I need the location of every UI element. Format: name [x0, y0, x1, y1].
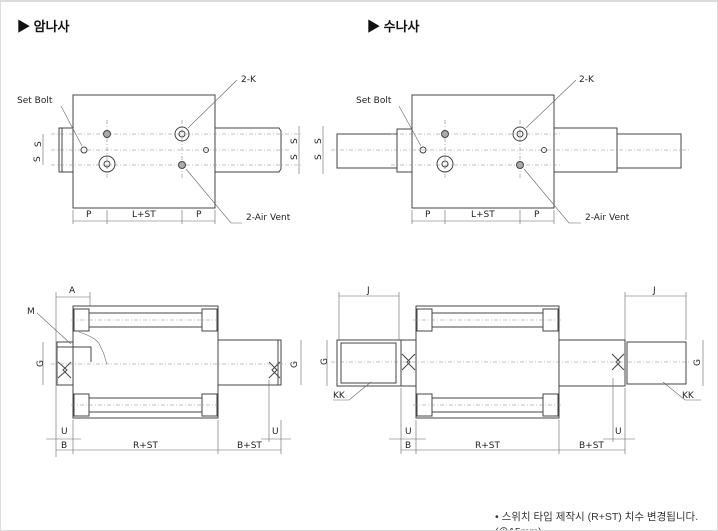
- g-label: G: [320, 358, 330, 365]
- two-k-label: 2-K: [579, 75, 595, 85]
- b-st-label: B+ST: [579, 441, 604, 451]
- s-label: S: [290, 138, 300, 144]
- heading-male-thread: ▶ 수나사: [367, 19, 420, 34]
- set-bolt-label: Set Bolt: [17, 96, 53, 106]
- m-label: M: [27, 307, 35, 317]
- u-label: U: [272, 427, 279, 437]
- s-label: S: [314, 138, 324, 144]
- a-label: A: [69, 286, 76, 296]
- s-label: S: [314, 154, 324, 160]
- u-label: U: [405, 427, 412, 437]
- kk-label: KK: [333, 391, 346, 401]
- u-label: U: [61, 427, 68, 437]
- air-vent-label: 2-Air Vent: [585, 213, 630, 223]
- air-vent-label: 2-Air Vent: [246, 213, 291, 223]
- u-label: U: [615, 427, 622, 437]
- r-st-label: R+ST: [475, 441, 501, 451]
- kk-label: KK: [682, 391, 695, 401]
- switch-type-note: • 스위치 타입 제작시 (R+ST) 치수 변경됩니다. (⊕15mm): [495, 511, 699, 530]
- p-label: P: [425, 210, 431, 220]
- heading-female-thread: ▶ 암나사: [17, 19, 70, 34]
- j-label: J: [652, 286, 656, 296]
- male-top-view: Set Bolt 2-K 2-Air Vent P L+ST P S S: [314, 75, 691, 224]
- set-bolt-label: Set Bolt: [356, 96, 392, 106]
- l-st-label: L+ST: [132, 210, 156, 220]
- b-st-label: B+ST: [237, 441, 262, 451]
- male-side-view: J J KK KK G G U U B R+ST B+ST: [320, 286, 704, 454]
- female-side-view: A M G G U U B R+ST B+ST: [27, 286, 302, 457]
- b-label: B: [61, 441, 67, 451]
- j-label: J: [366, 286, 370, 296]
- b-label: B: [405, 441, 411, 451]
- g-label: G: [693, 359, 703, 366]
- l-st-label: L+ST: [471, 210, 495, 220]
- s-label: S: [33, 156, 43, 162]
- p-label: P: [86, 210, 92, 220]
- female-top-view: Set Bolt 2-K 2-Air Vent P L+ST P S S S S: [17, 75, 301, 224]
- g-label: G: [36, 360, 46, 367]
- p-label: P: [196, 210, 202, 220]
- p-label: P: [534, 210, 540, 220]
- s-label: S: [34, 141, 44, 147]
- s-label: S: [290, 154, 300, 160]
- two-k-label: 2-K: [241, 75, 257, 85]
- g-label: G: [290, 361, 300, 368]
- r-st-label: R+ST: [133, 441, 159, 451]
